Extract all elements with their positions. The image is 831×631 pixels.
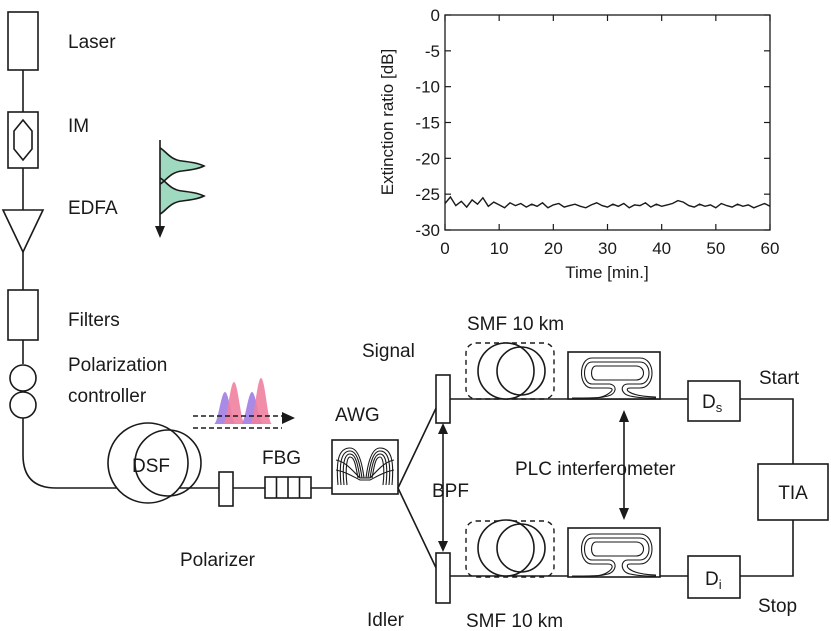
chart-x-axis-label: Time [min.] (565, 263, 648, 282)
dsf-fiber-spool (107, 422, 202, 504)
fiber-awg-idler (397, 487, 439, 573)
smf-bottom-label: SMF 10 km (466, 611, 563, 631)
extinction-ratio-chart: 0 10 20 30 40 50 60 0 -5 -10 -15 -20 -25 -30 Time [mi… (378, 6, 779, 282)
chart-y-tick-label: -30 (415, 221, 440, 240)
intensity-modulator (7, 111, 39, 169)
edfa-label: EDFA (68, 198, 118, 219)
di-label: Di (705, 569, 722, 592)
fbg-pulse-sketch (193, 378, 295, 429)
smf-spool-top (465, 342, 555, 400)
smf-top-label: SMF 10 km (467, 314, 564, 335)
pump-spectrum-sketch (155, 140, 206, 238)
fbg-label: FBG (262, 448, 301, 469)
awg (331, 439, 399, 495)
plc-interferometer-top (567, 351, 661, 400)
chart-y-tick-label: -5 (425, 42, 440, 61)
smf-spool-bottom (465, 519, 555, 578)
chart-x-tick-label: 0 (440, 239, 449, 258)
wire-stop (740, 520, 794, 577)
bpf-double-arrow (438, 423, 448, 552)
fiber-pc-awg (22, 418, 332, 489)
chart-series-line (444, 195, 771, 209)
filters (7, 289, 39, 341)
bpf-idler (435, 552, 451, 604)
plc-label: PLC interferometer (515, 459, 676, 480)
awg-label: AWG (335, 405, 380, 426)
wire-start (740, 398, 794, 464)
plc-double-arrow (619, 410, 629, 520)
chart-x-tick-label: 50 (706, 239, 725, 258)
polarizer-label: Polarizer (180, 550, 256, 571)
edfa-amplifier (1, 209, 45, 254)
tia (757, 463, 829, 521)
pc-label-line2: controller (68, 386, 147, 407)
chart-x-tick-label: 20 (544, 239, 563, 258)
signal-label: Signal (362, 341, 415, 362)
chart-x-tick-label: 30 (598, 239, 617, 258)
plc-interferometer-bottom (567, 527, 661, 578)
chart-x-tick-label: 60 (761, 239, 780, 258)
chart-y-tick-label: 0 (431, 6, 440, 25)
laser (7, 11, 39, 71)
ds-label: Ds (702, 392, 723, 415)
chart-y-tick-label: -15 (415, 114, 440, 133)
ds-label-main: D (702, 392, 716, 413)
im-label: IM (68, 116, 89, 137)
di-label-main: D (705, 569, 719, 590)
polarizer (218, 471, 234, 507)
bpf-label: BPF (432, 481, 469, 502)
detector-di (687, 555, 741, 599)
di-label-sub: i (719, 577, 722, 592)
chart-x-tick-label: 10 (490, 239, 509, 258)
fbg-grating (264, 476, 312, 499)
dsf-label: DSF (132, 456, 170, 477)
fiber-awg-signal (397, 403, 439, 489)
filters-label: Filters (68, 310, 120, 331)
chart-y-tick-label: -10 (415, 78, 440, 97)
ds-label-sub: s (716, 400, 723, 415)
stop-label: Stop (758, 596, 797, 617)
tia-label: TIA (778, 483, 808, 504)
polarization-controller (9, 364, 37, 419)
chart-x-tick-label: 40 (652, 239, 671, 258)
idler-label: Idler (367, 610, 405, 631)
chart-y-tick-label: -20 (415, 149, 440, 168)
start-label: Start (759, 368, 800, 389)
bpf-signal (435, 374, 451, 424)
pc-label-line1: Polarization (68, 355, 167, 376)
chart-y-axis-label: Extinction ratio [dB] (378, 49, 397, 195)
chart-y-tick-label: -25 (415, 185, 440, 204)
laser-label: Laser (68, 32, 116, 53)
detector-ds (687, 380, 741, 422)
chart-plot-frame (444, 14, 771, 231)
